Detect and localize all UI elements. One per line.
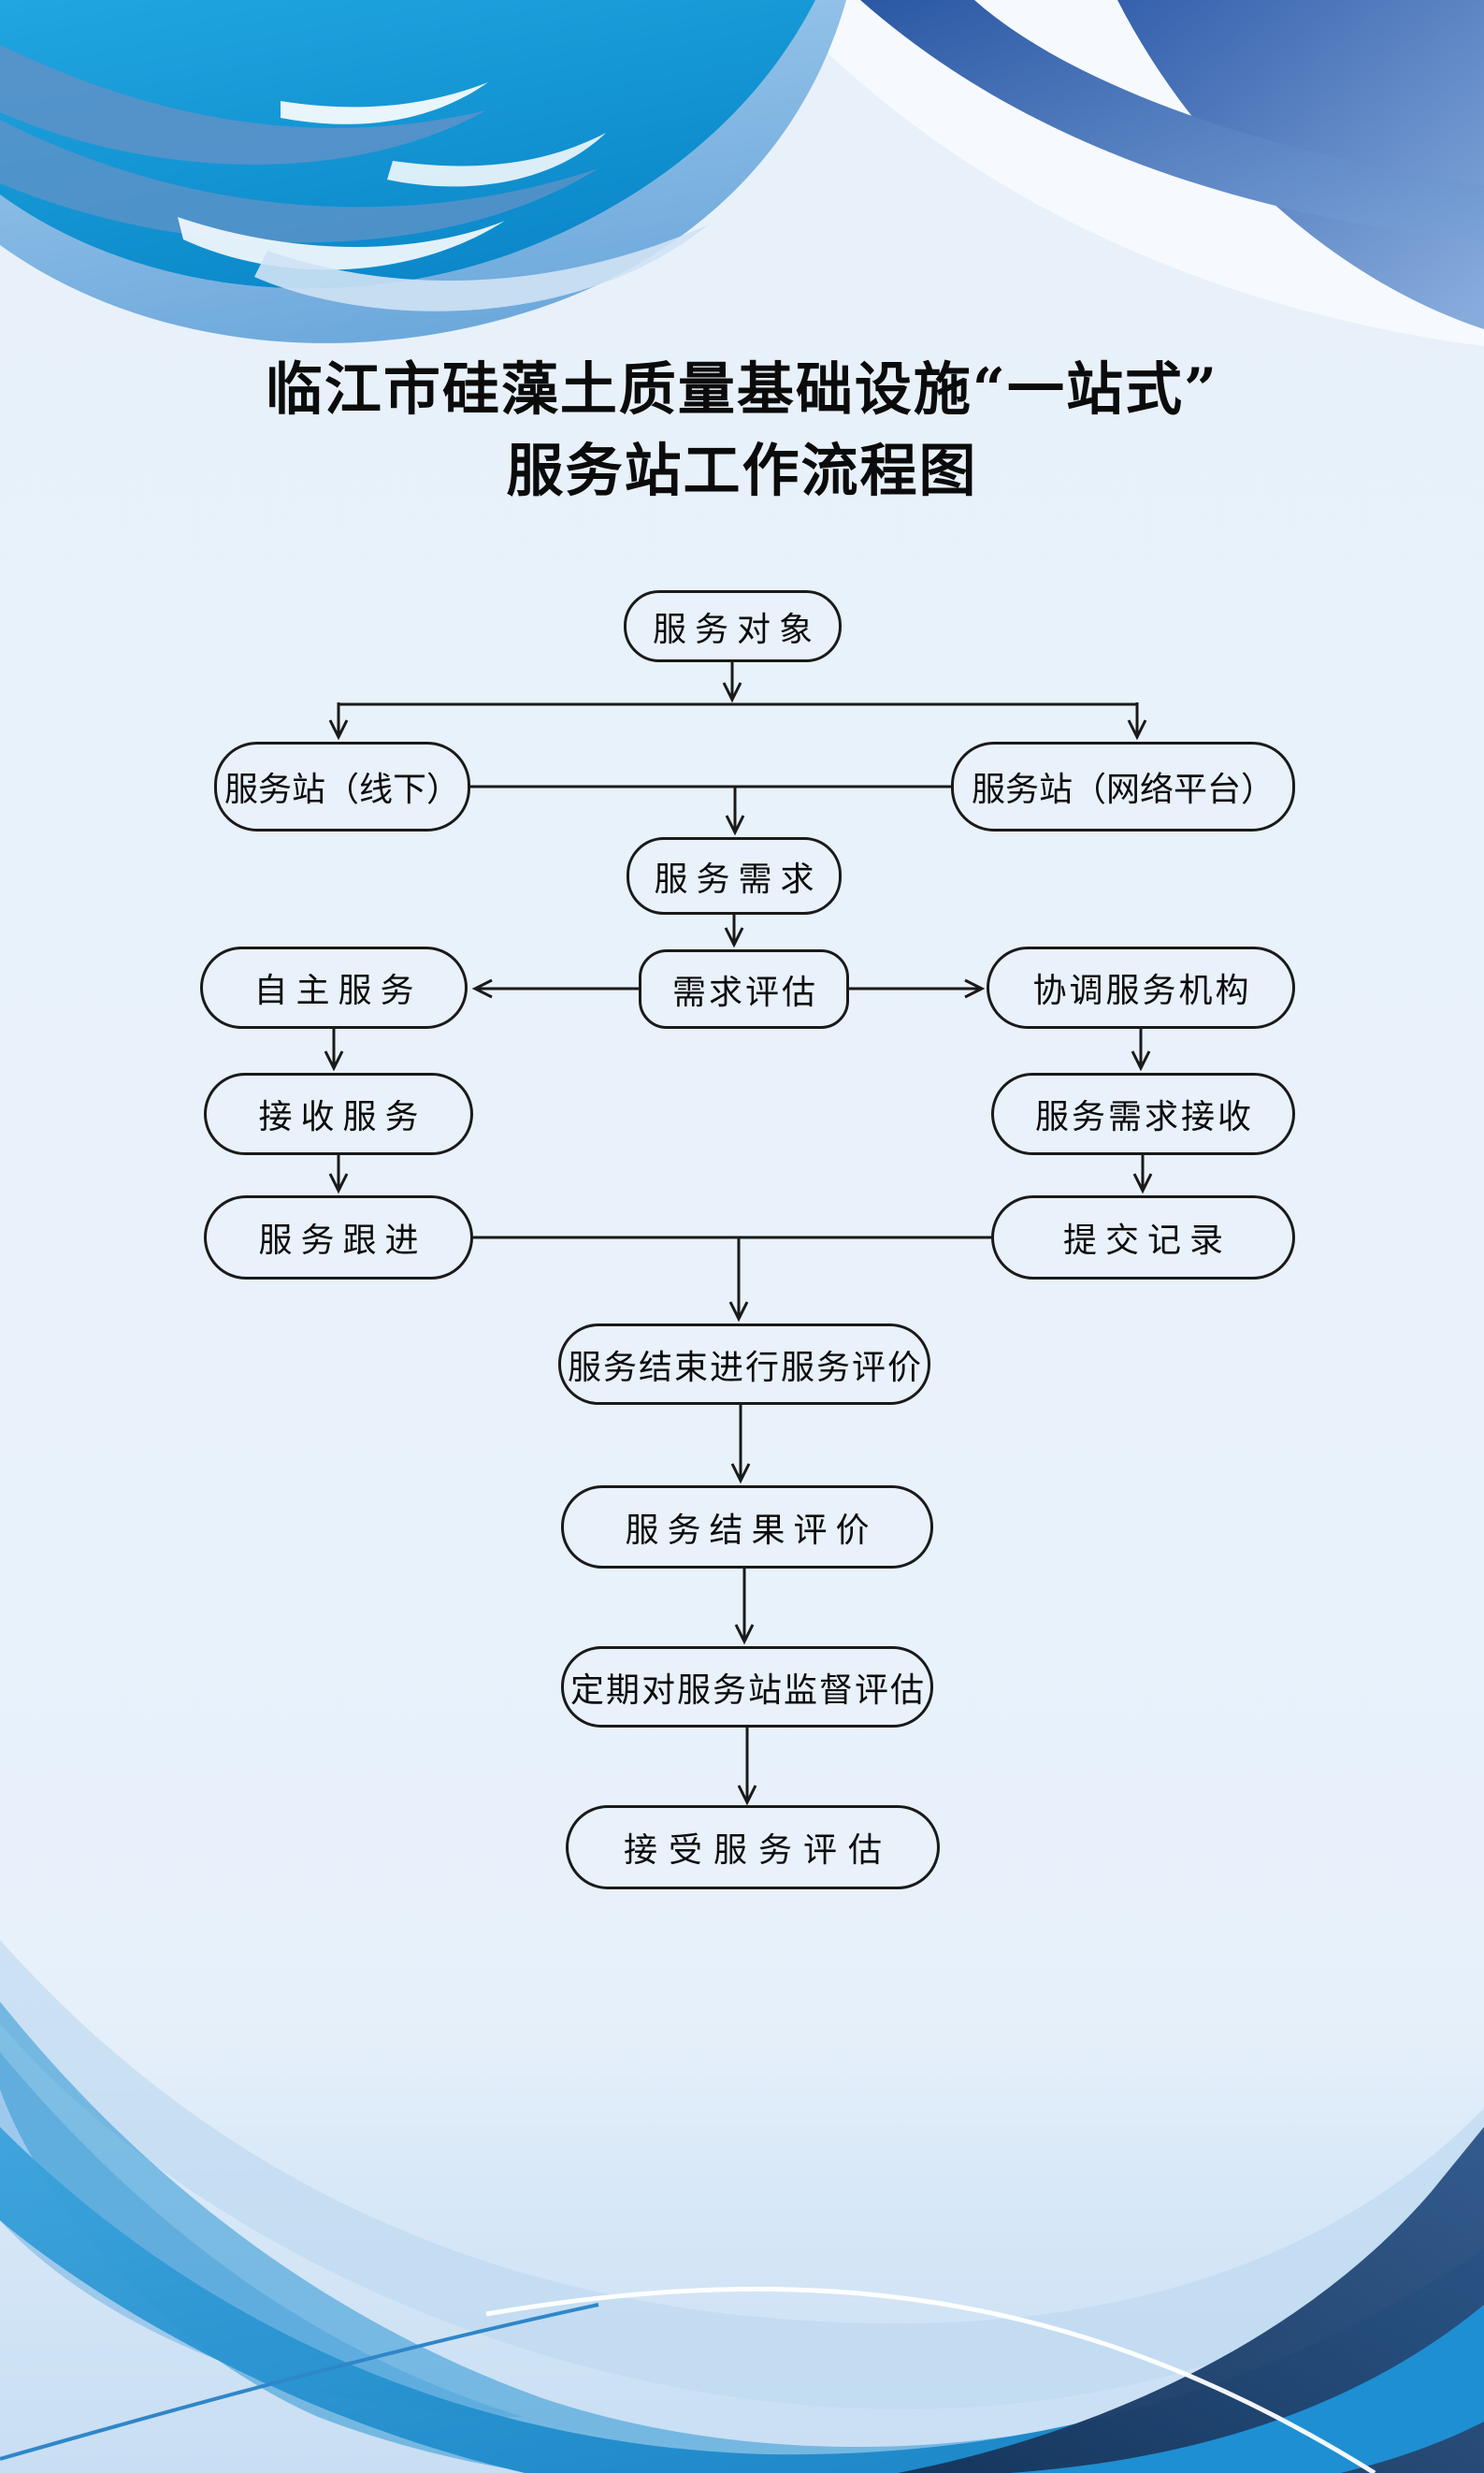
node-station-offline: 服务站（线下） bbox=[214, 742, 470, 832]
poster-title-line1: 临江市硅藻土质量基础设施“一站式” bbox=[265, 356, 1219, 423]
node-coordinate-agency: 协调服务机构 bbox=[987, 947, 1295, 1029]
node-demand-assessment: 需求评估 bbox=[639, 949, 849, 1029]
node-label: 定期对服务站监督评估 bbox=[569, 1670, 926, 1710]
poster-title: 临江市硅藻土质量基础设施“一站式” 服务站工作流程图 bbox=[0, 361, 1484, 499]
node-label: 接受服务评估 bbox=[623, 1831, 893, 1870]
node-label: 接收服务 bbox=[258, 1098, 427, 1136]
node-label: 服务站（网络平台） bbox=[971, 771, 1275, 809]
node-label: 服务需求 bbox=[654, 860, 823, 899]
node-label: 服务跟进 bbox=[258, 1222, 427, 1260]
node-label: 服务结果评价 bbox=[625, 1511, 878, 1550]
node-self-service: 自主服务 bbox=[200, 947, 468, 1029]
node-end-evaluation: 服务结束进行服务评价 bbox=[558, 1323, 930, 1405]
node-label: 自主服务 bbox=[253, 972, 423, 1010]
node-periodic-supervision: 定期对服务站监督评估 bbox=[561, 1646, 933, 1728]
node-accept-assessment: 接受服务评估 bbox=[566, 1805, 940, 1889]
node-label: 需求评估 bbox=[671, 973, 818, 1012]
node-result-evaluation: 服务结果评价 bbox=[561, 1485, 933, 1569]
node-submit-record: 提交记录 bbox=[991, 1195, 1295, 1280]
node-service-demand: 服务需求 bbox=[627, 837, 842, 915]
node-demand-receipt: 服务需求接收 bbox=[991, 1073, 1295, 1155]
node-label: 提交记录 bbox=[1062, 1222, 1232, 1260]
node-service-followup: 服务跟进 bbox=[204, 1195, 473, 1280]
node-label: 协调服务机构 bbox=[1032, 972, 1252, 1010]
node-label: 服务对象 bbox=[652, 610, 821, 649]
node-label: 服务结束进行服务评价 bbox=[567, 1348, 923, 1387]
node-receive-service: 接收服务 bbox=[204, 1073, 473, 1155]
node-label: 服务需求接收 bbox=[1034, 1098, 1254, 1136]
node-station-online: 服务站（网络平台） bbox=[951, 742, 1295, 832]
poster-title-line2: 服务站工作流程图 bbox=[506, 438, 978, 504]
node-label: 服务站（线下） bbox=[223, 771, 460, 809]
node-service-target: 服务对象 bbox=[624, 590, 842, 662]
